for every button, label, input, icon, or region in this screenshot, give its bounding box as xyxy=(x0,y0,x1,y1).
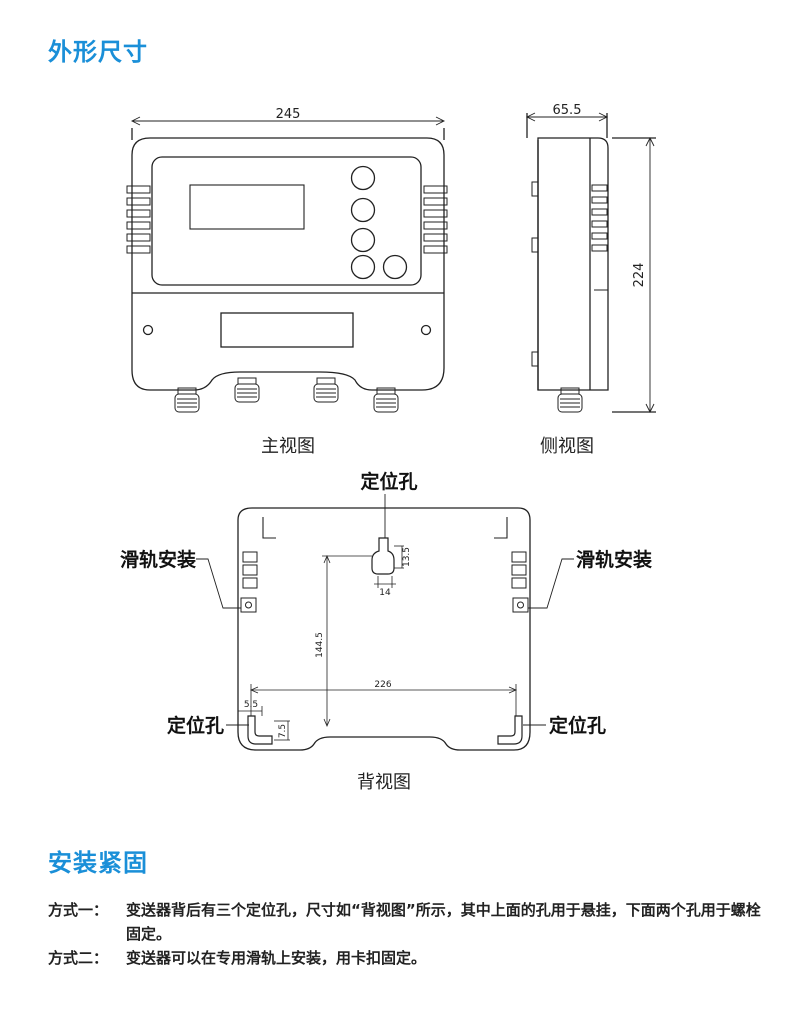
side-view-caption: 侧视图 xyxy=(540,436,594,457)
mounting-method-2: 方式二： 变送器可以在专用滑轨上安装，用卡扣固定。 xyxy=(48,946,768,970)
callout-left-positioning-hole: 定位孔 xyxy=(167,714,224,737)
front-width-dimension: 245 xyxy=(276,107,301,122)
vertical-hole-dimension: 144.5 xyxy=(315,632,325,658)
offset-dimension: 5.5 xyxy=(244,700,258,710)
side-depth-dimension: 65.5 xyxy=(553,103,582,118)
hole-spacing-dimension: 226 xyxy=(374,680,391,690)
hole-height-dimension: 13.5 xyxy=(402,547,412,567)
side-height-dimension: 224 xyxy=(632,263,647,288)
method-1-label: 方式一： xyxy=(48,901,109,919)
callout-rail-mount-right: 滑轨安装 xyxy=(576,548,652,571)
callout-rail-mount-left: 滑轨安装 xyxy=(120,548,196,571)
mounting-method-1: 方式一： 变送器背后有三个定位孔，尺寸如“背视图”所示，其中上面的孔用于悬挂，下… xyxy=(48,898,768,946)
method-2-text: 变送器可以在专用滑轨上安装，用卡扣固定。 xyxy=(126,949,427,967)
callout-top-positioning-hole: 定位孔 xyxy=(360,470,417,493)
slot-dimension: 7.5 xyxy=(278,724,288,738)
back-view-caption: 背视图 xyxy=(357,772,411,793)
mounting-instructions: 方式一： 变送器背后有三个定位孔，尺寸如“背视图”所示，其中上面的孔用于悬挂，下… xyxy=(48,898,768,970)
callout-right-positioning-hole: 定位孔 xyxy=(549,714,606,737)
mounting-section-title: 安装紧固 xyxy=(48,849,148,877)
front-view-caption: 主视图 xyxy=(261,436,315,457)
back-view xyxy=(196,494,574,751)
method-2-label: 方式二： xyxy=(48,949,109,967)
dimensions-section-title: 外形尺寸 xyxy=(48,38,148,66)
front-view xyxy=(126,116,448,413)
side-view xyxy=(525,112,656,414)
hole-width-dimension: 14 xyxy=(379,588,391,598)
method-1-text: 变送器背后有三个定位孔，尺寸如“背视图”所示，其中上面的孔用于悬挂，下面两个孔用… xyxy=(126,901,761,943)
